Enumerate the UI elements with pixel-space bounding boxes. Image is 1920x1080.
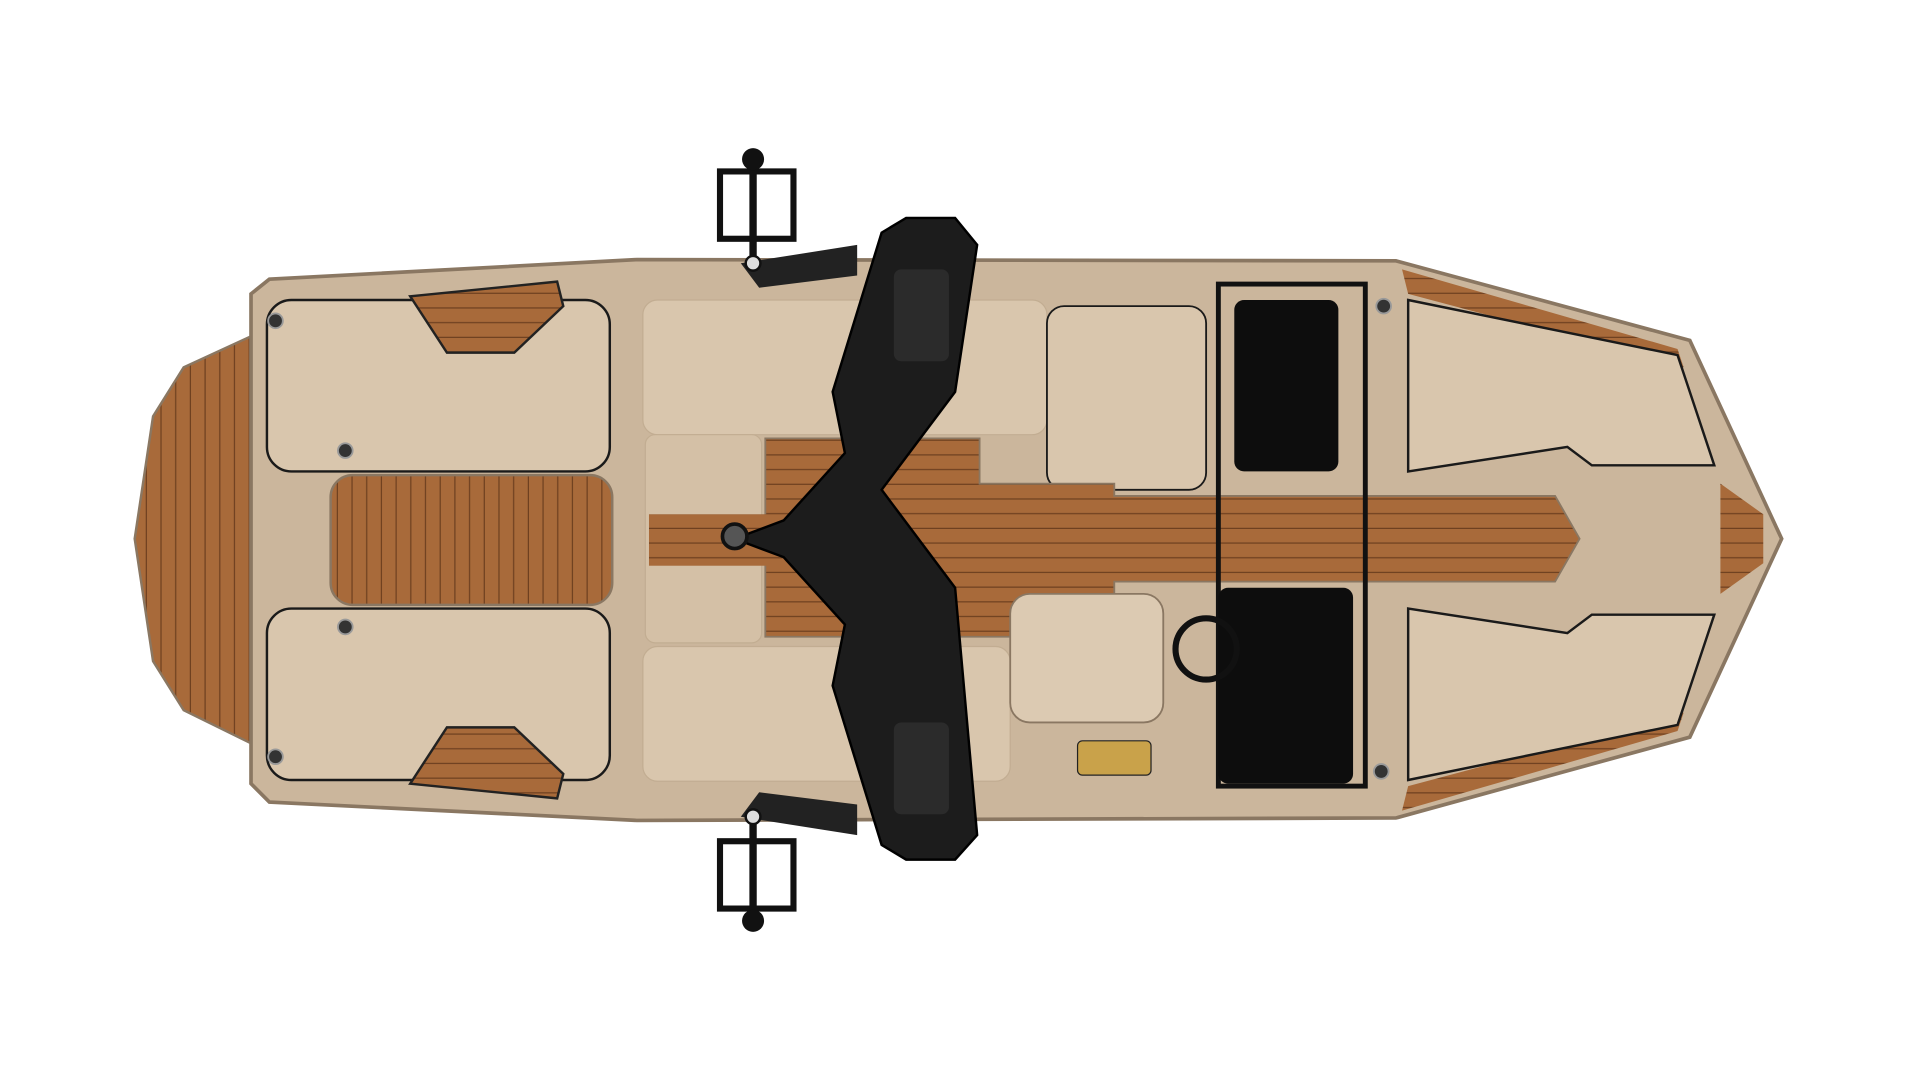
swim-platform — [133, 328, 265, 752]
tower-speaker-top — [893, 269, 949, 362]
observer-seat — [1046, 305, 1208, 491]
windshield-frame — [1215, 281, 1368, 789]
throttle-panel — [1076, 740, 1152, 776]
driver-seat — [1009, 592, 1165, 724]
board-rack-bottom — [716, 808, 797, 932]
steering-wheel — [1172, 615, 1240, 683]
cup-holders — [267, 297, 1392, 780]
tower-speaker-bottom — [893, 722, 949, 815]
wake-tower — [731, 216, 979, 861]
tower-pylon-hub — [720, 522, 749, 551]
engine-hatch-teak — [329, 473, 614, 607]
bow-teak-tip — [1720, 483, 1764, 594]
tower-leg-top — [740, 244, 858, 288]
tower-leg-bottom — [740, 792, 858, 836]
board-rack-top — [716, 148, 797, 272]
sunpad-teak-top — [408, 280, 565, 354]
dash-glass-bottom — [1218, 587, 1354, 784]
sunpad-teak-bottom — [408, 726, 565, 800]
bow-seat-top — [1406, 298, 1716, 473]
bow-seat-bottom — [1406, 607, 1716, 782]
dash-glass-top — [1234, 300, 1339, 472]
